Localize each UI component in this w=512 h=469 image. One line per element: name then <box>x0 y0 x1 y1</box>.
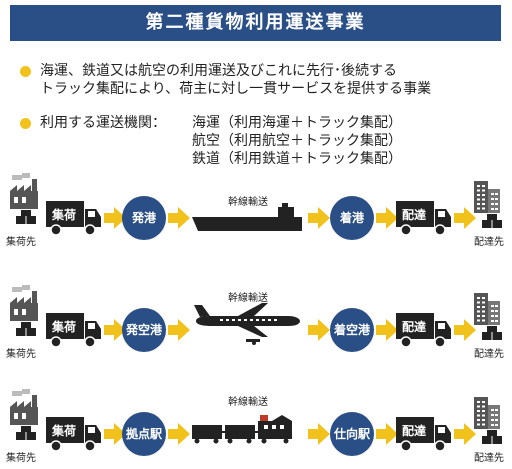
train-icon <box>192 415 302 463</box>
delivery-truck-icon: 配達 <box>396 201 452 237</box>
delivery-truck-icon: 配達 <box>396 313 452 349</box>
origin-label: 集荷先 <box>6 453 36 464</box>
arrow-icon <box>454 319 476 341</box>
delivery-truck-icon-label: 配達 <box>402 208 427 222</box>
arrow-icon <box>104 423 126 445</box>
building-icon <box>474 177 500 217</box>
boxes-icon <box>482 213 502 232</box>
building-icon <box>474 393 500 433</box>
airplane-icon <box>192 303 302 351</box>
origin-label: 集荷先 <box>6 349 36 360</box>
trunk-transport-label: 幹線輸送 <box>228 293 268 304</box>
destination-label: 配達先 <box>474 237 504 248</box>
end-point-badge: 着港 <box>330 196 374 240</box>
pickup-truck-icon: 集荷 <box>46 417 102 453</box>
mode-rail: 鉄道（利用鉄道＋トラック集配） <box>192 151 402 167</box>
arrow-icon <box>308 319 330 341</box>
description-line-2: トラック集配により、荷主に対し一貫サービスを提供する事業 <box>40 81 432 97</box>
arrow-icon <box>376 423 398 445</box>
arrow-icon <box>168 207 190 229</box>
flow-row: 集荷先 集荷 発空港 幹線輸送着空港 配達配達先 <box>0 285 512 365</box>
bullet-dot-1 <box>20 66 31 77</box>
delivery-truck-icon: 配達 <box>396 417 452 453</box>
arrow-icon <box>376 207 398 229</box>
trunk-transport-label: 幹線輸送 <box>228 397 268 408</box>
pickup-truck-icon-label: 集荷 <box>52 320 77 334</box>
pickup-truck-icon-label: 集荷 <box>52 208 77 222</box>
destination-label: 配達先 <box>474 349 504 360</box>
arrow-icon <box>104 319 126 341</box>
delivery-truck-icon-label: 配達 <box>402 424 427 438</box>
ship-icon <box>192 203 310 251</box>
modes-label: 利用する運送機関： <box>40 115 166 131</box>
trunk-transport-label: 幹線輸送 <box>228 197 268 208</box>
mode-air: 航空（利用航空＋トラック集配） <box>192 133 402 149</box>
arrow-icon <box>308 423 330 445</box>
arrow-icon <box>308 207 330 229</box>
factory-icon <box>6 285 42 327</box>
boxes-icon <box>16 209 36 228</box>
pickup-truck-icon-label: 集荷 <box>52 424 77 438</box>
origin-label: 集荷先 <box>6 237 36 248</box>
mode-sea: 海運（利用海運＋トラック集配） <box>192 115 402 131</box>
building-icon <box>474 289 500 329</box>
arrow-icon <box>168 319 190 341</box>
boxes-icon <box>16 321 36 340</box>
boxes-icon <box>482 325 502 344</box>
start-point-badge: 発港 <box>122 196 166 240</box>
arrow-icon <box>454 423 476 445</box>
delivery-truck-icon-label: 配達 <box>402 320 427 334</box>
flow-row: 集荷先 集荷 拠点駅 幹線輸送仕向駅 配達配達先 <box>0 389 512 469</box>
arrow-icon <box>104 207 126 229</box>
arrow-icon <box>168 423 190 445</box>
start-point-badge: 拠点駅 <box>122 412 166 456</box>
pickup-truck-icon: 集荷 <box>46 201 102 237</box>
end-point-badge: 着空港 <box>330 308 374 352</box>
arrow-icon <box>454 207 476 229</box>
description-line-1: 海運、鉄道又は航空の利用運送及びこれに先行･後続する <box>40 63 397 79</box>
destination-label: 配達先 <box>474 453 504 464</box>
page-title: 第二種貨物利用運送事業 <box>10 5 501 41</box>
factory-icon <box>6 173 42 215</box>
pickup-truck-icon: 集荷 <box>46 313 102 349</box>
flow-row: 集荷先 集荷 発港 幹線輸送 着港 配達配達先 <box>0 173 512 253</box>
start-point-badge: 発空港 <box>122 308 166 352</box>
factory-icon <box>6 389 42 431</box>
boxes-icon <box>16 425 36 444</box>
boxes-icon <box>482 429 502 448</box>
bullet-dot-2 <box>20 118 31 129</box>
end-point-badge: 仕向駅 <box>330 412 374 456</box>
arrow-icon <box>376 319 398 341</box>
